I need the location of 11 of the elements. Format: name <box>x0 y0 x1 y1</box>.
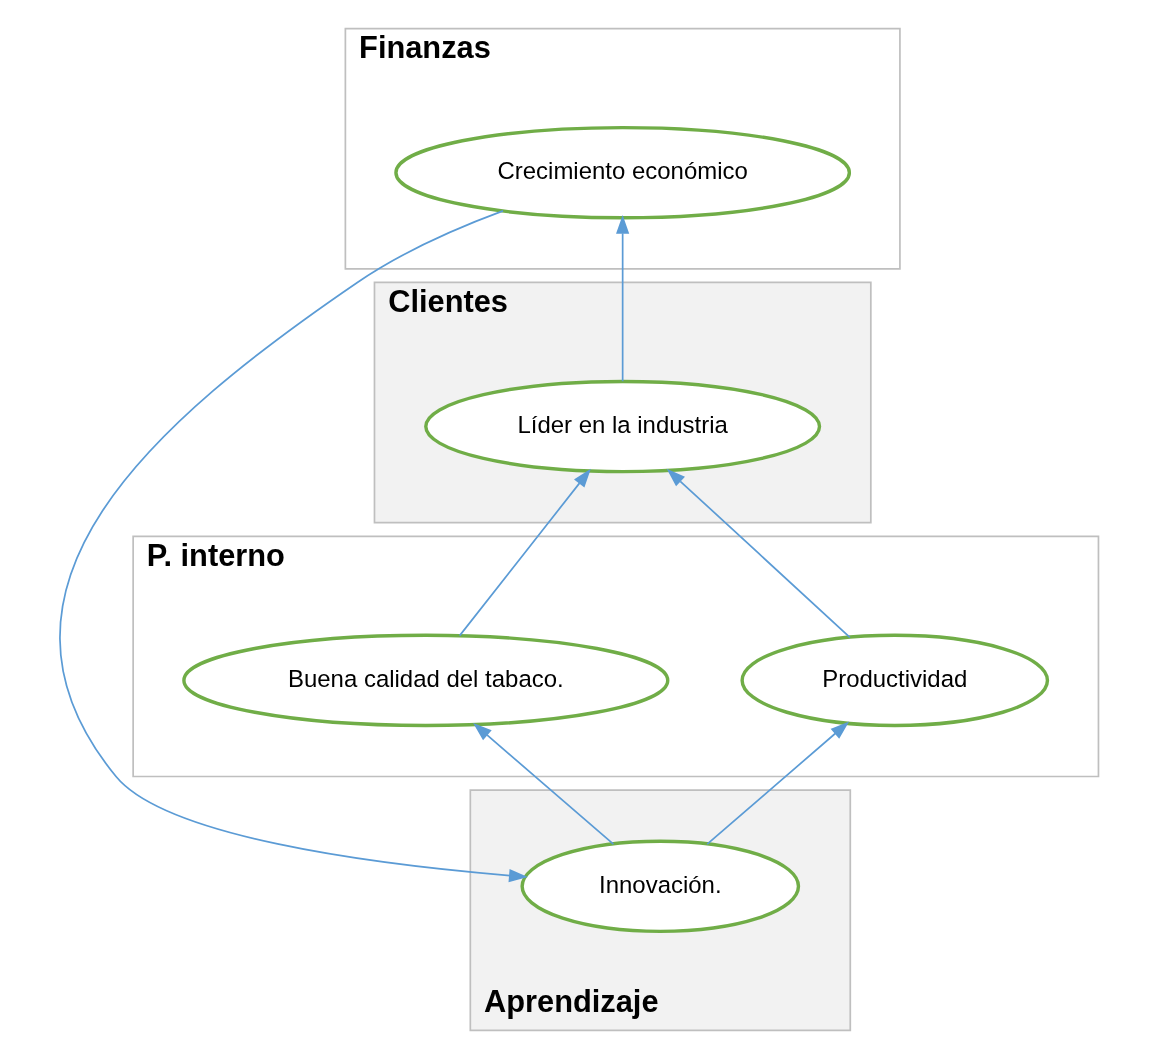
node-ellipse: Crecimiento económico <box>393 125 851 220</box>
arrow <box>615 214 629 383</box>
arrow <box>666 468 851 639</box>
arrow <box>705 721 849 845</box>
node-ellipse: Innovación. <box>519 839 800 934</box>
node-ellipse: Productividad <box>739 633 1049 728</box>
node-ellipse: Líder en la industria <box>423 379 821 474</box>
arrow <box>472 722 614 845</box>
node-ellipse: Buena calidad del tabaco. <box>181 633 669 728</box>
arrow <box>58 210 528 883</box>
arrow <box>458 468 591 637</box>
